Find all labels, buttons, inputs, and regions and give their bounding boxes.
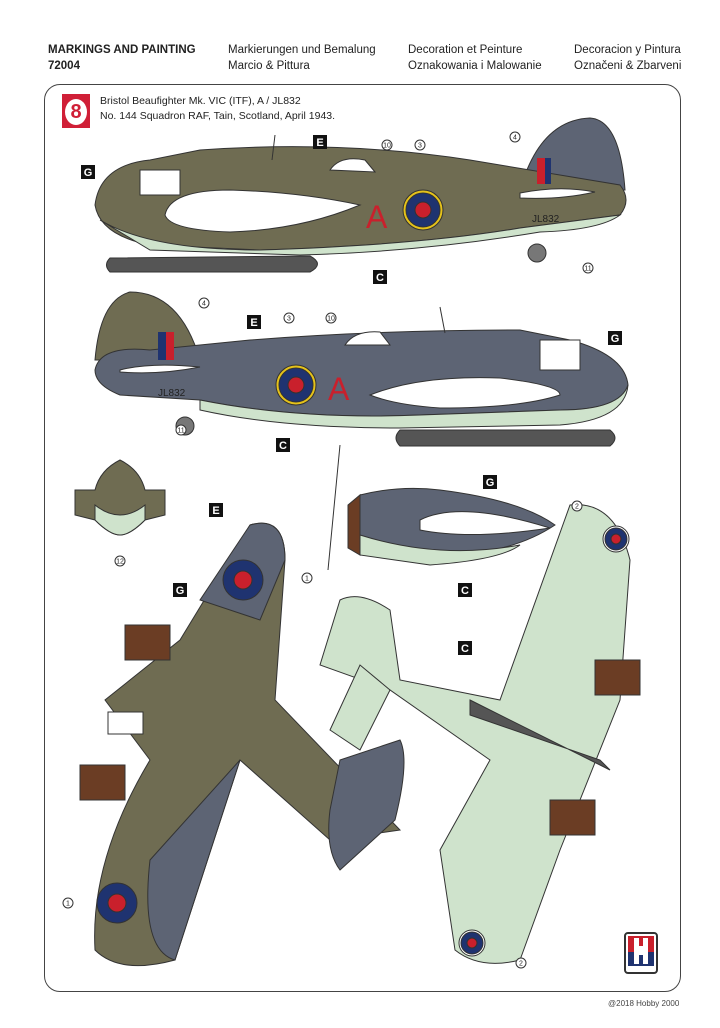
decal-3: 3: [287, 316, 291, 323]
side-view-starboard: [94, 291, 629, 447]
top-view: [79, 522, 405, 967]
profile-title: Bristol Beaufighter Mk. VIC (ITF), A / J…: [100, 95, 301, 107]
copyright: @2018 Hobby 2000: [608, 999, 680, 1008]
front-view: [74, 459, 166, 536]
code-letter-starboard: A: [328, 371, 350, 407]
engine-nacelle-detail: [327, 444, 556, 571]
header-title: MARKINGS AND PAINTING: [48, 44, 196, 56]
decal-4: 4: [513, 135, 517, 142]
lang-cz: Označeni & Zbarveni: [574, 60, 682, 72]
color-callouts: G E C G E C G C E G C: [81, 135, 622, 655]
side-view-port: [94, 117, 627, 273]
decal-3: 3: [418, 143, 422, 150]
hobby2000-logo: [624, 932, 658, 974]
profile-unit: No. 144 Squadron RAF, Tain, Scotland, Ap…: [100, 110, 336, 122]
code-letter-port: A: [366, 199, 388, 235]
callout-G: G: [84, 167, 93, 179]
callout-G: G: [176, 585, 185, 597]
decal-1: 1: [305, 576, 309, 583]
kit-number: 72004: [48, 60, 80, 72]
header-main: MARKINGS AND PAINTING 72004: [48, 42, 196, 74]
decal-2: 2: [519, 961, 523, 968]
callout-G: G: [611, 333, 620, 345]
profile-number-badge: 8: [62, 94, 90, 128]
decal-12: 12: [116, 559, 124, 566]
serial-starboard: JL832: [158, 388, 186, 399]
callout-E: E: [212, 505, 219, 517]
callout-C: C: [376, 272, 384, 284]
decal-11: 11: [584, 266, 591, 273]
lang-pl: Oznakowania i Malowanie: [408, 60, 542, 72]
callout-G: G: [486, 477, 495, 489]
decal-4: 4: [202, 301, 206, 308]
callout-E: E: [316, 137, 323, 149]
lang-de: Markierungen und Bemalung: [228, 44, 376, 56]
decal-callouts: 10 3 4 11 4 3 10 11 12 2 1 1 2: [62, 131, 594, 969]
callout-E: E: [250, 317, 257, 329]
lang-it: Marcio & Pittura: [228, 60, 310, 72]
decal-2: 2: [575, 504, 579, 511]
callout-C: C: [279, 440, 287, 452]
callout-C: C: [461, 585, 469, 597]
decal-1: 1: [66, 901, 70, 908]
decal-11: 11: [177, 428, 184, 435]
bottom-view: [319, 504, 641, 964]
decal-10: 10: [327, 316, 335, 323]
lang-fr: Decoration et Peinture: [408, 44, 523, 56]
serial-port: JL832: [532, 214, 560, 225]
profile-frame: [44, 84, 681, 992]
lang-es: Decoracion y Pintura: [574, 44, 681, 56]
callout-C: C: [461, 643, 469, 655]
profile-number: 8: [65, 99, 87, 125]
decal-10: 10: [383, 143, 391, 150]
